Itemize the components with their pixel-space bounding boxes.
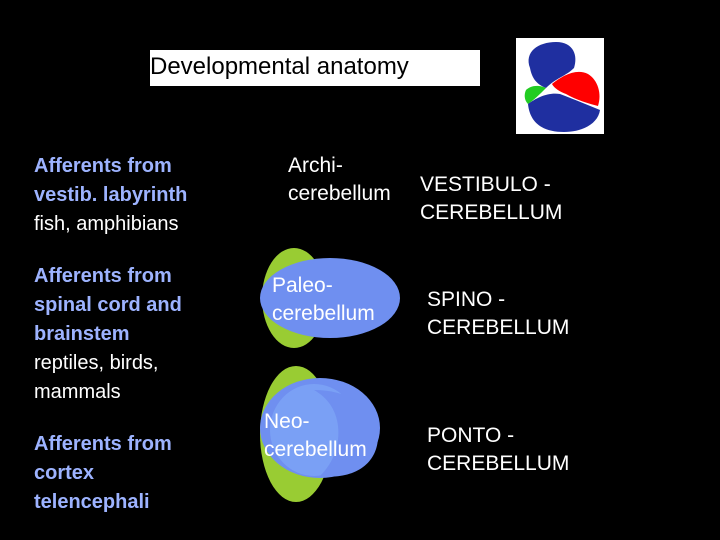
neocerebellum-shape (260, 366, 380, 502)
archicerebellum-label: Archi- cerebellum (288, 152, 391, 208)
afferent-line: Afferents from (34, 155, 172, 177)
afferent-line: telencephali (34, 491, 150, 513)
region-line: Neo- (264, 410, 310, 433)
pontocerebellum-term: PONTO - CEREBELLUM (427, 422, 569, 478)
term-line: CEREBELLUM (420, 201, 563, 224)
cerebellum-diagram-icon (516, 38, 604, 134)
afferents-vestibular: Afferents from vestib. labyrinth fish, a… (34, 152, 187, 239)
vestibulocerebellum-term: VESTIBULO - CEREBELLUM (420, 171, 562, 227)
slide-title: Developmental anatomy (150, 50, 480, 86)
afferent-line: vestib. labyrinth (34, 184, 188, 206)
spinocerebellum-term: SPINO - CEREBELLUM (427, 286, 569, 342)
afferent-line: cortex (34, 462, 95, 484)
afferent-line: Afferents from (34, 433, 172, 455)
afferent-line: Afferents from (34, 265, 172, 287)
neocerebellum-label: Neo- cerebellum (264, 408, 367, 464)
region-line: Paleo- (272, 274, 333, 297)
afferent-line: brainstem (34, 323, 130, 345)
term-line: CEREBELLUM (427, 316, 570, 339)
slide-title-text: Developmental anatomy (150, 53, 409, 80)
region-line: cerebellum (288, 182, 391, 205)
afferents-cortex: Afferents from cortex telencephali (34, 430, 172, 517)
region-line: cerebellum (272, 302, 375, 325)
region-line: cerebellum (264, 438, 367, 461)
afferents-spinal: Afferents from spinal cord and brainstem… (34, 262, 182, 407)
term-line: PONTO - (427, 424, 515, 447)
species-line: fish, amphibians (34, 213, 179, 235)
paleocerebellum-label: Paleo- cerebellum (272, 272, 375, 328)
region-line: Archi- (288, 154, 343, 177)
afferent-line: spinal cord and (34, 294, 182, 316)
species-line: reptiles, birds, (34, 352, 159, 374)
term-line: CEREBELLUM (427, 452, 570, 475)
paleocerebellum-shape (260, 248, 400, 348)
term-line: SPINO - (427, 288, 506, 311)
species-line: mammals (34, 381, 121, 403)
term-line: VESTIBULO - (420, 173, 551, 196)
